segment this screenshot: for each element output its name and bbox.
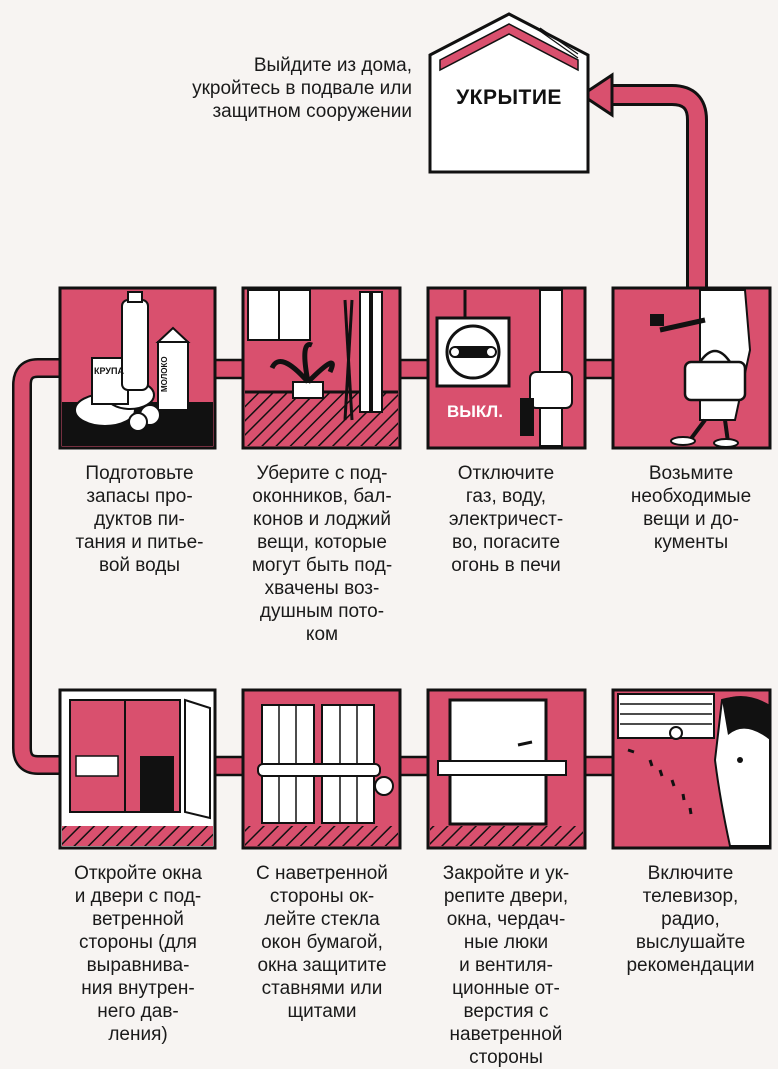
switch-off-label: ВЫКЛ.: [434, 402, 516, 422]
caption-barred-door: Закройте и ук- репите двери, окна, черда…: [420, 862, 592, 1069]
caption-tv-radio: Включите телевизор, радио, выслушайте ре…: [603, 862, 778, 977]
panel-barred-door: [428, 690, 585, 848]
caption-utility-shutoff: Отключите газ, воду, электричест- во, по…: [420, 462, 592, 577]
arrow-to-shelter: [582, 75, 697, 290]
panel-shutters: [243, 690, 400, 848]
shelter-instruction: Выйдите из дома, укройтесь в подвале или…: [150, 54, 412, 123]
grain-pack-label: КРУПА: [94, 366, 124, 376]
caption-food-supplies: Подготовьте запасы про- дуктов пи- тания…: [52, 462, 227, 577]
caption-take-documents: Возьмите необходимые вещи и до- кументы: [605, 462, 777, 554]
shelter-label: УКРЫТИЕ: [438, 86, 580, 110]
caption-open-windows: Откройте окна и двери с под- ветренной с…: [48, 862, 228, 1046]
panel-food-supplies: [60, 288, 215, 448]
panel-window-sill: [243, 288, 400, 448]
panel-take-documents: [613, 288, 770, 448]
caption-window-sill: Уберите с под- оконников, бал- конов и л…: [232, 462, 412, 646]
panel-utility-shutoff: [428, 288, 585, 448]
panel-tv-radio: [613, 690, 770, 848]
milk-carton-label: МОЛОКО: [160, 356, 169, 392]
caption-shutters: С наветренной стороны ок- лейте стекла о…: [232, 862, 412, 1023]
panel-open-windows: [60, 690, 215, 848]
